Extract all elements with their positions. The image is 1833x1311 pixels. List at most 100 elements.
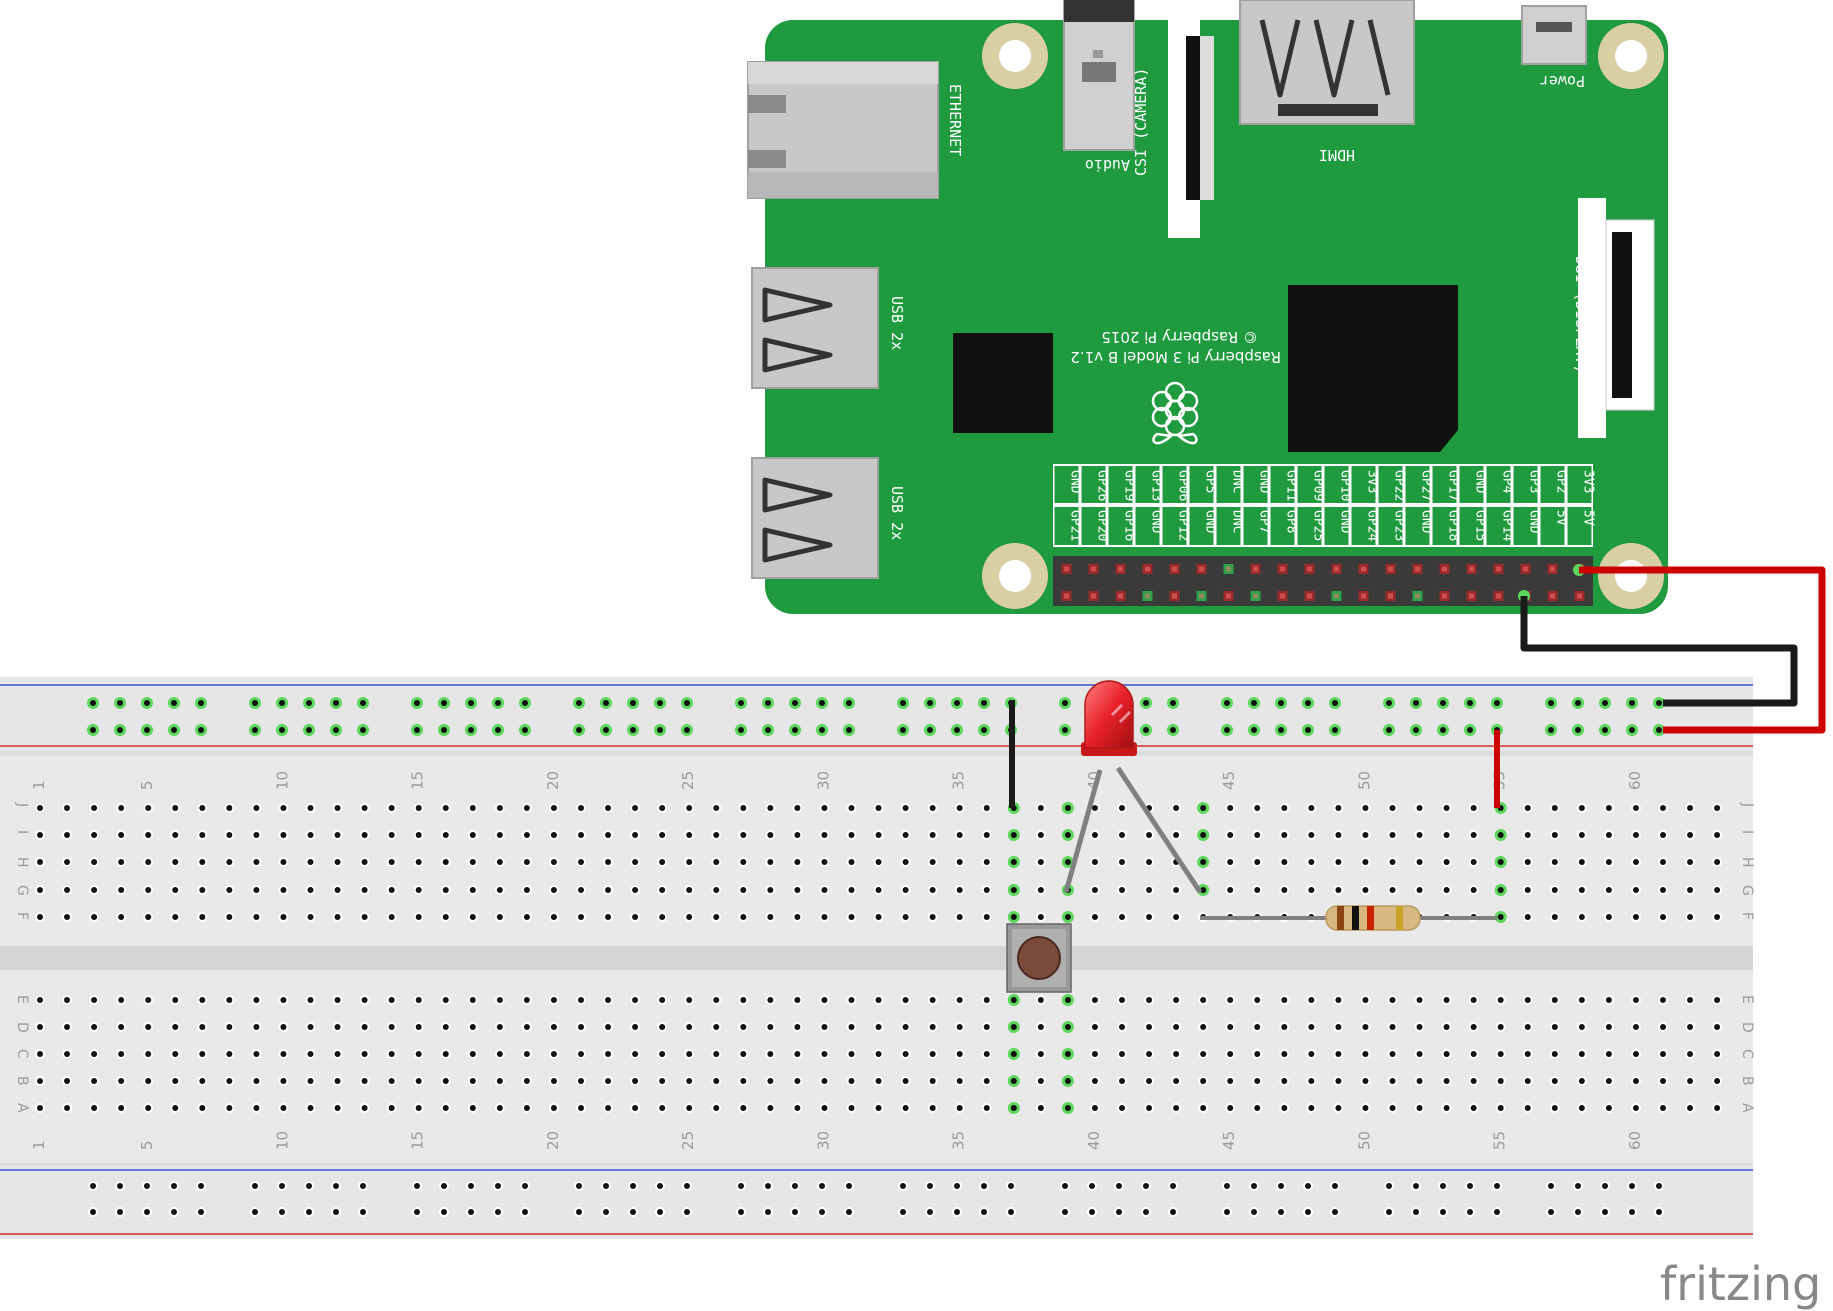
column-label: 40 xyxy=(1085,1131,1103,1150)
led xyxy=(1063,680,1203,894)
gpio-top-label: GND xyxy=(1257,470,1272,494)
usb-port-2: USB 2x xyxy=(751,457,906,579)
row-label: H xyxy=(14,857,30,868)
gpio-bottom-label: GP14 xyxy=(1500,510,1515,541)
gpio-bottom-label: GND xyxy=(1419,510,1434,534)
gpio-top-label: GP09 xyxy=(1311,470,1326,501)
gpio-top-label: GP19 xyxy=(1122,470,1137,501)
breadboard-labels: 1155101015152020252530303535404045455050… xyxy=(14,771,1755,1150)
gpio-bottom-label: 5V xyxy=(1581,510,1596,526)
gpio-top-label: GP2 xyxy=(1554,470,1569,493)
column-label: 45 xyxy=(1220,771,1238,790)
column-label: 55 xyxy=(1491,1131,1509,1150)
power-port: Power xyxy=(1521,5,1587,90)
red-wire-5v xyxy=(1579,566,1826,734)
ram-chip xyxy=(953,333,1053,433)
row-label: G xyxy=(1739,885,1755,896)
column-label: 15 xyxy=(409,771,427,790)
row-label: J xyxy=(14,802,30,807)
row-label: B xyxy=(14,1076,30,1086)
gpio-top-label: 3V3 xyxy=(1365,470,1380,493)
column-label: 50 xyxy=(1355,1131,1373,1150)
row-label: D xyxy=(14,1022,30,1033)
black-wire-gnd xyxy=(1520,596,1798,707)
column-label: 1 xyxy=(30,1140,48,1150)
hdmi-label: HDMI xyxy=(1319,146,1355,164)
gpio-bottom-label: GND xyxy=(1338,510,1353,534)
raspberry-logo-icon xyxy=(1151,381,1199,445)
column-label: 30 xyxy=(814,771,832,790)
gpio-bottom-label: GP25 xyxy=(1311,510,1326,541)
gpio-bottom-label: GP23 xyxy=(1392,510,1407,541)
row-label: J xyxy=(1739,802,1755,807)
row-label: E xyxy=(1739,995,1755,1004)
column-label: 35 xyxy=(950,771,968,790)
column-label: 15 xyxy=(409,1131,427,1150)
gpio-bottom-label: GP24 xyxy=(1365,510,1380,541)
camera-connector: CSI (CAMERA) xyxy=(1132,20,1214,238)
bottom-power-rail xyxy=(0,1166,1753,1239)
breadboard: 1155101015152020252530303535404045455050… xyxy=(0,677,1755,1239)
gpio-header xyxy=(1053,556,1593,606)
column-label: 50 xyxy=(1355,771,1373,790)
display-connector: DSI (DISPLAY) xyxy=(1572,198,1655,438)
column-label: 45 xyxy=(1220,1131,1238,1150)
gpio-bottom-label: GP20 xyxy=(1095,510,1110,541)
gpio-top-label: GP4 xyxy=(1500,470,1515,494)
gpio-top-label: GP26 xyxy=(1095,470,1110,501)
gpio-bottom-label: GP7 xyxy=(1257,510,1272,533)
row-label: D xyxy=(1739,1022,1755,1033)
hdmi-port: HDMI xyxy=(1239,0,1415,164)
column-label: 25 xyxy=(679,771,697,790)
column-label: 30 xyxy=(814,1131,832,1150)
column-label: 10 xyxy=(273,771,291,790)
gpio-top-label: GP13 xyxy=(1149,470,1164,501)
column-label: 25 xyxy=(679,1131,697,1150)
usb2-label: USB 2x xyxy=(888,486,906,540)
row-label: F xyxy=(1739,912,1755,920)
column-label: 20 xyxy=(544,1131,562,1150)
power-label: Power xyxy=(1540,72,1585,90)
gpio-bottom-label: GP15 xyxy=(1473,510,1488,541)
row-label: C xyxy=(1739,1049,1755,1059)
gpio-top-label: 3V3 xyxy=(1581,470,1596,493)
top-power-rail xyxy=(0,677,1753,751)
row-label: F xyxy=(14,912,30,920)
display-label: DSI (DISPLAY) xyxy=(1572,256,1590,373)
gpio-top-label: GP22 xyxy=(1392,470,1407,501)
gpio-bottom-label: GP12 xyxy=(1176,510,1191,541)
column-label: 35 xyxy=(950,1131,968,1150)
ethernet-port: ETHERNET xyxy=(747,61,964,199)
pushbutton xyxy=(1006,923,1072,993)
gpio-top-label: GP17 xyxy=(1446,470,1461,501)
row-label: E xyxy=(14,995,30,1004)
gpio-bottom-label: GP8 xyxy=(1284,510,1299,533)
gpio-top-label: GP10 xyxy=(1338,470,1353,501)
gpio-top-label: GND xyxy=(1473,470,1488,494)
column-label: 20 xyxy=(544,771,562,790)
gpio-top-label: GP3 xyxy=(1527,470,1542,493)
gpio-bottom-label: GP16 xyxy=(1122,510,1137,541)
column-label: 60 xyxy=(1626,771,1644,790)
usb1-label: USB 2x xyxy=(888,296,906,350)
soc-chip xyxy=(1288,285,1458,452)
raspberry-pi-board: ETHERNET USB 2x USB 2x Audio xyxy=(747,0,1668,614)
gpio-bottom-label: GND xyxy=(1203,510,1218,534)
row-label: A xyxy=(14,1103,30,1113)
audio-label: Audio xyxy=(1085,156,1130,174)
gpio-bottom-label: 5V xyxy=(1554,510,1569,526)
column-label: 5 xyxy=(138,780,156,790)
row-label: I xyxy=(14,830,30,834)
gpio-label-panel: GNDGP21GP26GP20GP19GP16GP13GNDGP06GP12GP… xyxy=(1053,464,1596,547)
fritzing-logo: fritzing xyxy=(1660,1257,1821,1311)
gpio-bottom-label: DNC xyxy=(1230,510,1245,533)
row-label: I xyxy=(1739,830,1755,834)
audio-jack: Audio xyxy=(1063,0,1135,174)
gpio-bottom-label: GND xyxy=(1149,510,1164,534)
gpio-bottom-label: GP21 xyxy=(1068,510,1083,541)
camera-label: CSI (CAMERA) xyxy=(1132,68,1150,176)
column-label: 10 xyxy=(273,1131,291,1150)
center-channel xyxy=(0,946,1753,970)
row-label: H xyxy=(1739,857,1755,868)
